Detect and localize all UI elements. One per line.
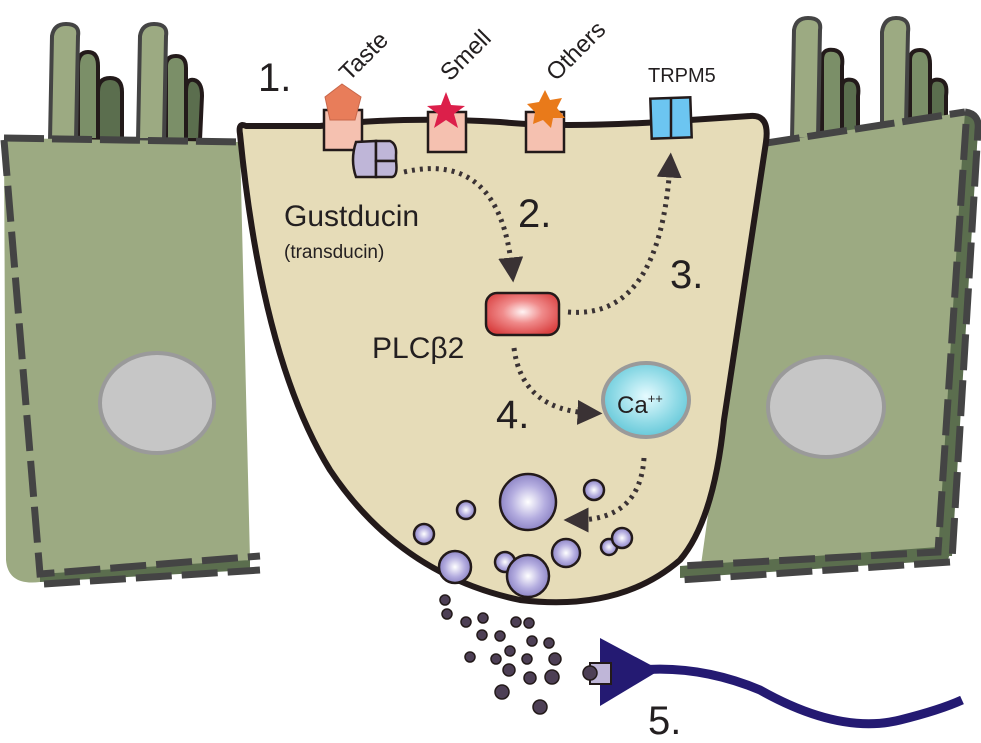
arrow-plc-to-trpm5 [567,152,682,315]
right-nucleus [766,355,886,459]
neurotransmitter [490,653,502,665]
neurotransmitter [544,669,560,685]
neurotransmitter [523,671,537,685]
calcium-ion [601,361,691,439]
others-label: Others [541,16,611,86]
neurotransmitter [476,629,488,641]
neurotransmitter [532,699,548,715]
step-3-label: 3. [670,253,703,297]
calcium-symbol: Ca [617,392,648,419]
neurotransmitter [504,645,516,657]
vesicle [455,499,477,521]
smell-label: Smell [435,25,497,87]
neurotransmitter [460,616,472,628]
neurotransmitter [526,635,538,647]
chemosensory-cell-body [236,112,770,606]
gustducin-label: Gustducin [284,200,419,233]
trpm5-label: TRPM5 [648,65,716,87]
gustducin-g-protein [351,139,398,179]
others-receptor [524,90,566,154]
calcium-charge: ++ [648,391,663,406]
taste-label: Taste [334,27,394,87]
smell-ligand-star [427,92,465,128]
vesicle [610,526,634,550]
nerve-fiber [639,664,964,729]
neurotransmitter [494,630,506,642]
trpm5-channel [649,96,693,140]
vesicle-group [412,472,634,599]
vesicle [412,522,436,546]
neurotransmitter [441,608,453,620]
transducin-label: (transducin) [284,242,384,263]
left-microvilli [47,21,205,142]
neurotransmitter [439,594,451,606]
smell-receptor [426,92,468,154]
step-4-label: 4. [496,393,529,437]
vesicle [437,549,473,585]
right-neighbor-cell [679,15,981,584]
left-neighbor-cell [0,21,261,588]
step-1-label: 1. [258,56,291,100]
vesicle [498,472,558,532]
neurotransmitter [502,663,516,677]
arrow-gustducin-to-plc [403,166,524,283]
step-2-label: 2. [518,192,551,236]
plc-beta2-label: PLCβ2 [372,332,464,365]
bound-transmitter [582,665,598,681]
nerve-terminal [600,638,660,706]
left-nucleus [98,351,216,455]
neurotransmitter [477,612,489,624]
vesicle [582,478,606,502]
vesicle [550,537,582,569]
neurotransmitter-group [439,594,562,715]
step-5-label: 5. [648,699,681,738]
others-ligand-irregular-star [527,90,565,128]
neurotransmitter [543,637,555,649]
neurotransmitter [464,651,476,663]
neurotransmitter [521,653,533,665]
neurotransmitter [548,652,562,666]
taste-receptor [322,83,364,152]
vesicle [505,553,551,599]
neurotransmitter [523,617,535,629]
plc-beta2-enzyme [484,291,561,337]
afferent-nerve [582,638,964,729]
calcium-label: Ca++ [617,391,663,419]
arrow-plc-to-calcium [511,347,603,425]
neurotransmitter [494,684,510,700]
neurotransmitter [510,616,522,628]
right-microvilli [789,15,949,143]
taste-ligand-pentagon [324,83,362,121]
